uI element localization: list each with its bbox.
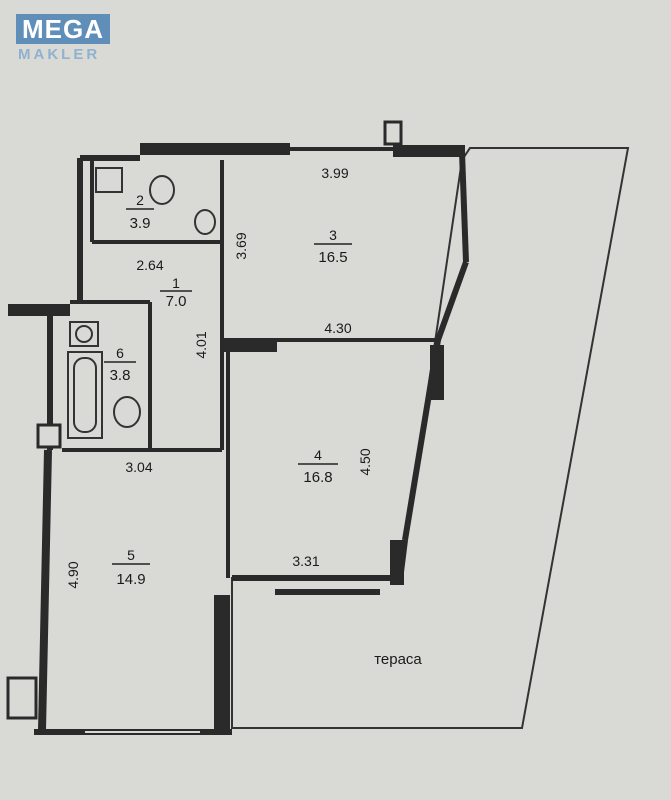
dim-room4-bottom: 3.31 [292,553,319,569]
interior-walls [62,160,440,578]
dim-hall-width: 2.64 [136,257,163,273]
room-5-area: 14.9 [116,571,145,588]
room-1-number: 1 [172,275,180,291]
room-labels: 2 3.9 1 7.0 3 16.5 6 3.8 4 16.8 5 14.9 [104,192,352,588]
room-3-area: 16.5 [318,249,347,266]
dim-room4-depth: 4.50 [357,448,373,475]
dim-room4-top: 4.30 [324,320,351,336]
room-6-area: 3.8 [110,367,131,384]
dim-room3-depth: 3.69 [233,232,249,259]
terrace-outline [231,147,630,729]
room-5-number: 5 [127,547,135,563]
dim-room5-depth: 4.90 [65,561,81,588]
room-3-number: 3 [329,227,337,243]
fixtures [67,167,216,439]
room-6-number: 6 [116,345,124,361]
room-4-number: 4 [314,447,322,463]
room-2-area: 3.9 [130,215,151,232]
terrace-label: тераса [374,651,422,668]
dim-room3-width: 3.99 [321,165,348,181]
room-1-area: 7.0 [166,293,187,310]
dim-room5-width: 3.04 [125,459,152,475]
logo-makler-text: MAKLER [18,46,101,63]
watermark-logo: MEGA MAKLER [16,14,110,62]
room-4-area: 16.8 [303,469,332,486]
dimension-labels: 3.99 3.69 2.64 4.01 4.30 3.04 4.50 3.31 … [65,165,373,589]
room-2-number: 2 [136,192,144,208]
outer-walls [6,120,469,735]
dim-hall-length: 4.01 [193,331,209,358]
logo-mega-text: MEGA [16,14,110,44]
